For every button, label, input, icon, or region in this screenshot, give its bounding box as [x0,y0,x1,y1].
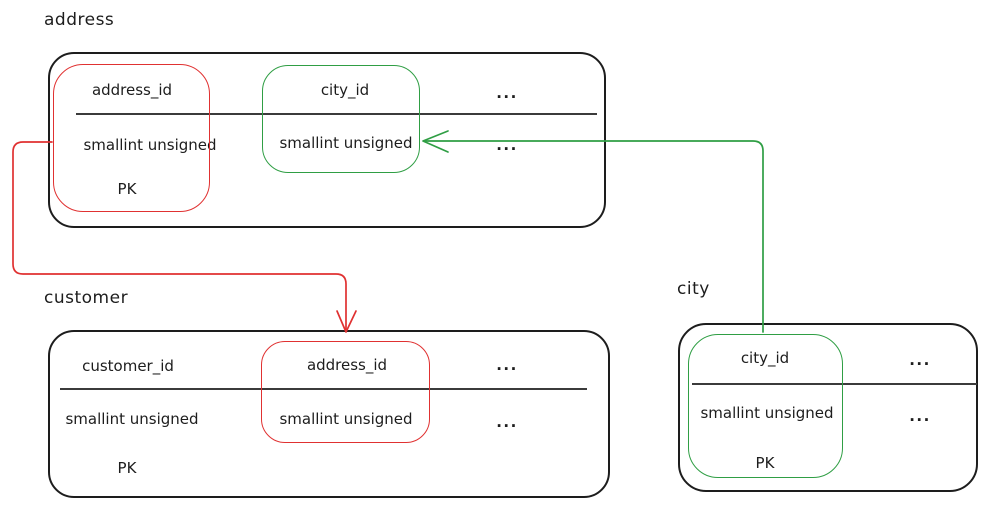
column-header: address_id [306,356,388,374]
header-divider [60,388,587,390]
table-city: city_id ... smallint unsigned ... PK [678,323,978,492]
highlight-address-city-id [262,65,420,173]
table-customer: customer_id address_id ... smallint unsi… [48,330,610,498]
highlight-customer-address-id [261,341,430,443]
column-header-ellipsis: ... [496,84,518,102]
primary-key-label: PK [117,459,137,477]
header-divider [692,383,977,385]
table-title-address: address [44,10,115,30]
highlight-address-address-id [53,64,210,212]
table-title-customer: customer [44,288,129,308]
column-header: city_id [320,81,370,99]
column-type: smallint unsigned [279,410,413,428]
column-header-ellipsis: ... [496,356,518,374]
column-header: city_id [740,349,790,367]
header-divider [76,113,597,115]
column-type: smallint unsigned [65,410,199,428]
column-type: smallint unsigned [700,404,834,422]
column-header-ellipsis: ... [909,351,931,369]
column-header: address_id [91,81,173,99]
primary-key-label: PK [755,454,775,472]
column-type-ellipsis: ... [909,407,931,425]
column-type-ellipsis: ... [496,136,518,154]
table-title-city: city [677,279,710,299]
arrowhead-down-icon [336,310,357,333]
column-header: customer_id [82,357,174,375]
column-type-ellipsis: ... [496,413,518,431]
highlight-city-city-id [688,334,843,478]
